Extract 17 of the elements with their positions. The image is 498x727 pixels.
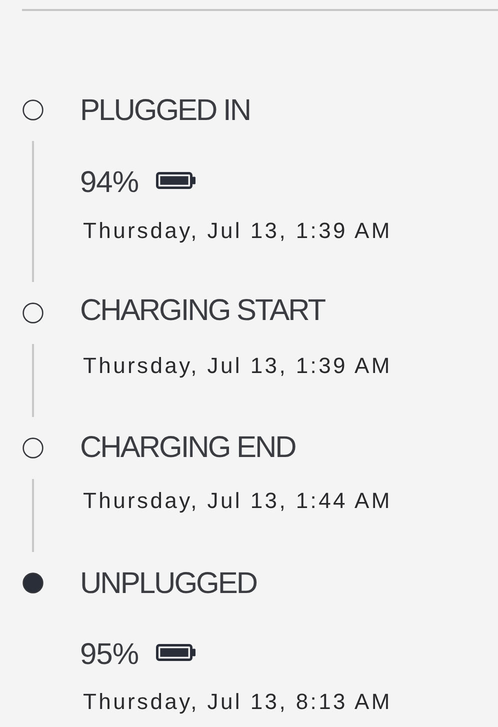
event-timestamp: Thursday, Jul 13, 1:44 AM — [83, 488, 392, 514]
timeline-line — [32, 344, 34, 417]
event-timestamp: Thursday, Jul 13, 8:13 AM — [83, 689, 392, 715]
event-title: CHARGING END — [80, 431, 296, 465]
event-title: UNPLUGGED — [80, 567, 257, 601]
event-timestamp: Thursday, Jul 13, 1:39 AM — [83, 353, 392, 379]
event-title: CHARGING START — [80, 294, 325, 328]
battery-percentage: 95% — [80, 638, 139, 672]
battery-percentage: 94% — [80, 166, 139, 200]
timeline-dot-icon — [22, 99, 44, 121]
timeline-line — [32, 141, 34, 282]
timeline-dot-icon — [22, 302, 44, 324]
timeline-dot-icon — [22, 572, 44, 594]
event-title: PLUGGED IN — [80, 94, 250, 128]
timeline-dot-icon — [22, 437, 44, 459]
timeline-line — [32, 479, 34, 552]
event-timestamp: Thursday, Jul 13, 1:39 AM — [83, 218, 392, 244]
